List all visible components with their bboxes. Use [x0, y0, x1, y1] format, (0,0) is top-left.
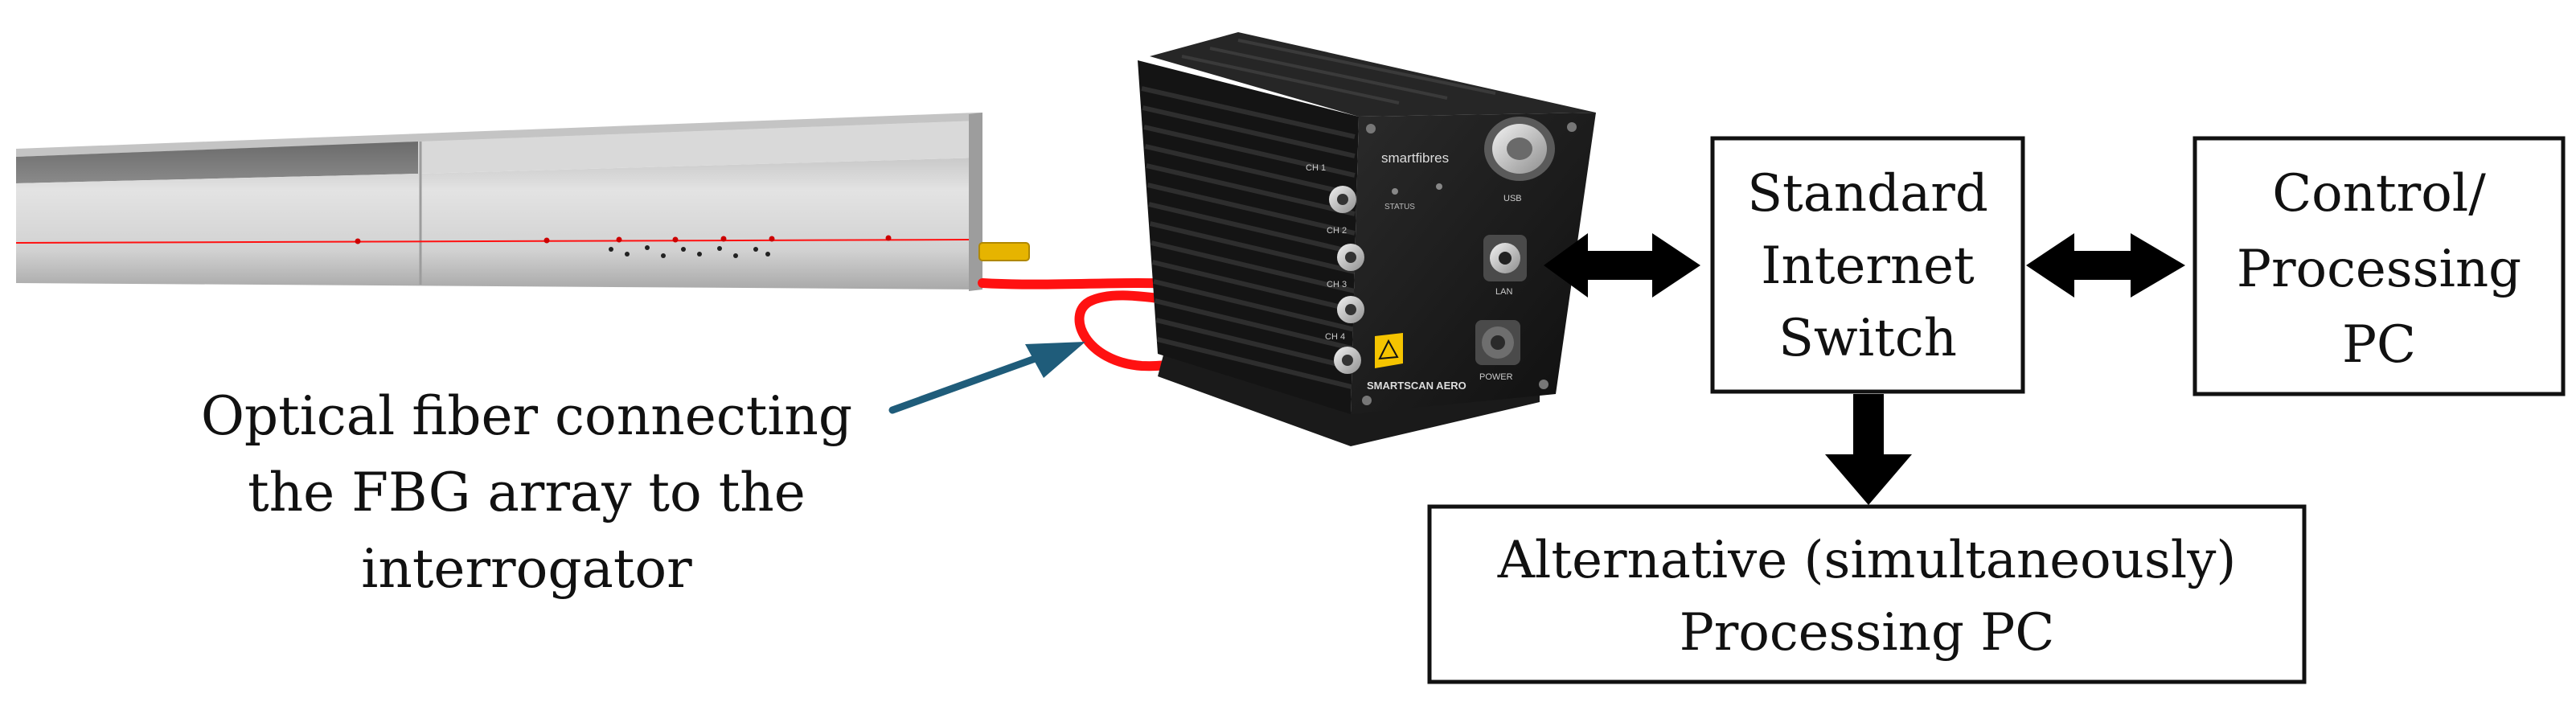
- heatsink-fin: [1154, 298, 1356, 351]
- fbg-marker-dot: [681, 247, 686, 252]
- power-connector: POWER: [1475, 320, 1520, 382]
- internet-switch-box: Standard Internet Switch: [1710, 136, 2025, 394]
- control-pc-label-line-2: Processing: [2237, 240, 2521, 299]
- fbg-interrogator-device: smartfibres STATUS CH 1 CH 2 CH 3 CH 4: [1138, 32, 1596, 446]
- port-label: CH 1: [1306, 163, 1326, 173]
- caption-line-1: Optical fiber connecting: [201, 385, 852, 447]
- control-pc-label-line-3: PC: [2342, 315, 2416, 375]
- fbg-marker-dot: [609, 247, 613, 252]
- device-brand-label: smartfibres: [1381, 150, 1449, 166]
- port-ch2: CH 2: [1327, 226, 1364, 271]
- control-processing-pc-box: Control/ Processing PC: [2192, 136, 2566, 396]
- usb-connector: USB: [1484, 117, 1555, 203]
- fbg-sensor-dot: [355, 238, 361, 244]
- switch-box-border: [1710, 136, 2025, 394]
- alt-pc-label-line-2: Processing PC: [1680, 603, 2055, 663]
- port-label: CH 2: [1327, 226, 1347, 236]
- warning-label: [1375, 333, 1403, 368]
- beam-side-face: [16, 158, 982, 289]
- beam-top-face: [16, 113, 982, 157]
- control-pc-label-line-1: Control/: [2272, 164, 2486, 224]
- callout-arrow: [888, 342, 1085, 414]
- beam-end-cap: [969, 113, 982, 291]
- port-label: CH 3: [1327, 280, 1347, 289]
- status-led: [1436, 183, 1442, 190]
- device-front-panel: [1351, 113, 1596, 414]
- fiber-line-on-beam: [15, 239, 970, 244]
- fiber-connector-stub: [978, 242, 1030, 261]
- alt-pc-label-line-1: Alternative (simultaneously): [1497, 531, 2237, 590]
- panel-screws: [1362, 122, 1577, 405]
- device-model-label: SMARTSCAN AERO: [1367, 380, 1466, 392]
- fbg-sensor-dot: [616, 236, 622, 243]
- device-top-face: [1150, 32, 1596, 117]
- switch-label-line-3: Switch: [1778, 309, 1957, 368]
- device-top-ridges: [1181, 39, 1496, 105]
- port-connector-core: [1337, 194, 1348, 205]
- alternative-processing-pc-box: Alternative (simultaneously) Processing …: [1427, 504, 2307, 684]
- lan-label: LAN: [1495, 287, 1512, 297]
- switch-label-line-2: Internet: [1761, 236, 1975, 296]
- heatsink-fin: [1142, 105, 1356, 158]
- device-base: [1158, 346, 1540, 446]
- heatsink-fin: [1141, 86, 1356, 139]
- port-label: CH 4: [1325, 332, 1345, 342]
- heatsink-fin: [1146, 183, 1356, 236]
- switch-label-line-1: Standard: [1747, 164, 1988, 224]
- heatsink-fins: [1141, 86, 1356, 390]
- alt-pc-box-border: [1427, 504, 2307, 684]
- fiber-caption: Optical fiber connecting the FBG array t…: [201, 385, 852, 600]
- fbg-beam: [15, 113, 1030, 291]
- fbg-marker-dot: [625, 252, 630, 257]
- fbg-marker-dot: [717, 246, 722, 251]
- port-ch1: CH 1: [1306, 163, 1356, 213]
- warning-triangle-icon: [1378, 339, 1399, 360]
- switch-alt-pc-arrow: [1825, 394, 1912, 505]
- heatsink-fin: [1146, 163, 1356, 216]
- port-ch4: CH 4: [1325, 332, 1361, 374]
- port-connector-core: [1345, 304, 1356, 315]
- port-connector-core: [1345, 252, 1356, 263]
- usb-label: USB: [1503, 194, 1522, 203]
- fbg-marker-dot: [765, 252, 770, 257]
- switch-control-double-arrow: [2026, 233, 2185, 298]
- fbg-marker-dot: [733, 253, 738, 258]
- heatsink-fin: [1143, 125, 1356, 178]
- port-connector-core: [1342, 355, 1353, 366]
- status-led: [1392, 188, 1398, 195]
- beam-dark-section: [16, 142, 418, 183]
- heatsink-fin: [1156, 337, 1356, 390]
- device-heatsink: [1138, 60, 1359, 414]
- device-status-label: STATUS: [1384, 203, 1415, 211]
- beam-upper-light-band: [418, 121, 982, 174]
- heatsink-fin: [1149, 221, 1356, 274]
- heatsink-fin: [1155, 318, 1356, 371]
- fbg-marker-dot: [697, 252, 702, 257]
- fbg-sensor-dot: [720, 236, 727, 242]
- control-pc-box-border: [2192, 136, 2566, 396]
- heatsink-fin: [1151, 260, 1356, 313]
- power-label: POWER: [1479, 372, 1513, 382]
- fbg-marker-dot: [753, 247, 758, 252]
- caption-line-2: the FBG array to the: [248, 462, 806, 523]
- caption-line-3: interrogator: [361, 538, 692, 600]
- lan-connector: LAN: [1483, 235, 1527, 297]
- fbg-marker-dot: [661, 253, 666, 258]
- port-ch3: CH 3: [1327, 280, 1364, 323]
- fbg-sensor-dot: [769, 236, 775, 242]
- fbg-sensor-dot: [544, 237, 550, 244]
- heatsink-fin: [1148, 202, 1356, 255]
- device-switch-double-arrow: [1544, 233, 1700, 298]
- fbg-sensor-dot: [885, 235, 892, 241]
- heatsink-fin: [1151, 240, 1356, 294]
- fbg-sensor-dot: [672, 236, 679, 243]
- fbg-sensor-dots: [355, 235, 892, 258]
- heatsink-fin: [1144, 144, 1356, 197]
- heatsink-fin: [1153, 279, 1356, 332]
- fbg-marker-dot: [645, 245, 650, 250]
